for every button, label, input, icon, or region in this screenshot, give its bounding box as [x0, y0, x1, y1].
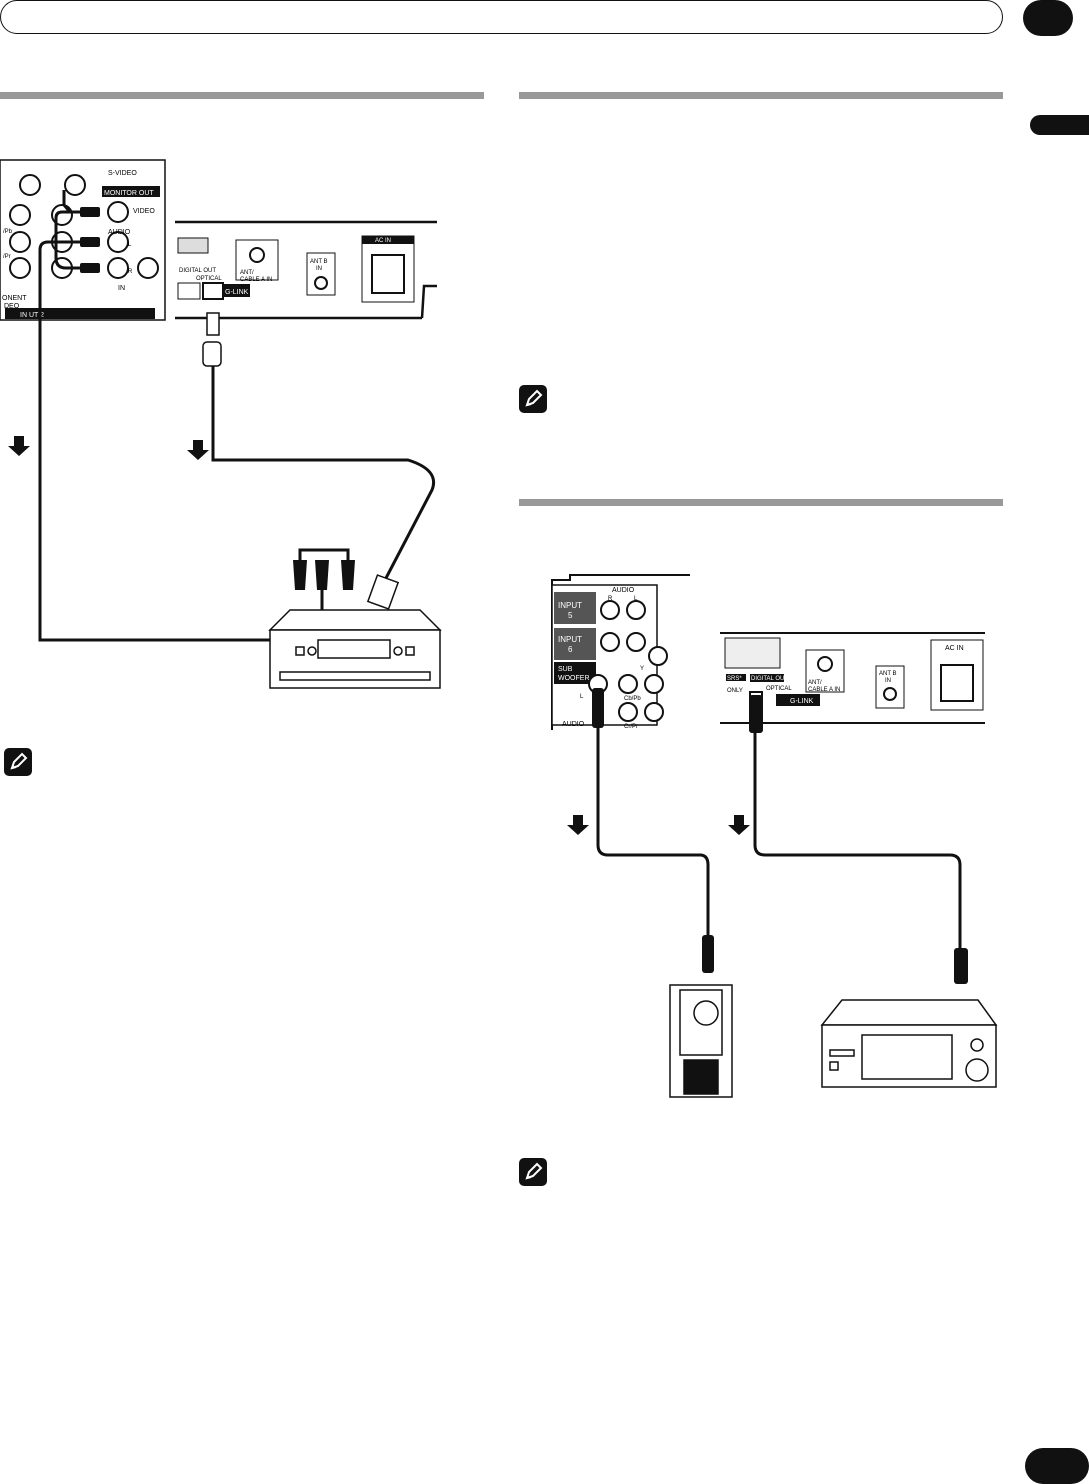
label-l: L	[128, 242, 132, 248]
label-pr: /Pr	[3, 254, 11, 260]
rca-plugs	[80, 207, 400, 610]
vcr-device	[268, 609, 442, 689]
label-ant-cable-right-2: CABLE A IN	[808, 687, 840, 693]
amplifier-device	[820, 999, 998, 1088]
label-sub-woofer-b: WOOFER	[558, 675, 590, 682]
label-video: VIDEO	[133, 208, 155, 215]
rear-panel	[175, 220, 437, 320]
down-arrow-icon	[567, 815, 589, 835]
label-input-2: IN UT 2	[20, 312, 44, 319]
label-l-right: L	[580, 694, 584, 700]
label-pb: /Pb	[3, 229, 13, 235]
down-arrow-icon	[8, 436, 30, 456]
label-digital-out: DIGITAL OUT	[179, 268, 216, 274]
label-sub-woofer-a: SUB	[558, 666, 573, 673]
label-y: Y	[640, 666, 644, 672]
cables	[38, 190, 435, 642]
label-audio-r: R	[608, 596, 613, 602]
label-in: IN	[118, 285, 125, 292]
subwoofer-device	[669, 984, 733, 1098]
label-g-link: G-LINK	[225, 289, 249, 296]
label-ant-cable-2: CABLE A IN	[240, 277, 272, 283]
down-arrow-icon	[728, 815, 750, 835]
label-optical: OPTICAL	[196, 276, 222, 282]
label-g-link-right: G-LINK	[790, 698, 814, 705]
vcr-connection-diagram: S-VIDEO MONITOR OUT VIDEO AUDIO L R IN /…	[0, 159, 442, 689]
audio-connection-diagram: AUDIO R L INPUT 5 INPUT 6 SUB WOOFER Y C…	[551, 574, 998, 1098]
rear-panel-right	[720, 632, 985, 724]
label-srs: SRS*	[727, 676, 742, 682]
label-ant-b-right-1: ANT B	[879, 671, 897, 677]
label-input-5b: 5	[568, 611, 573, 620]
label-only: ONLY	[727, 688, 743, 694]
label-input-5a: INPUT	[558, 601, 582, 610]
label-audio-top: AUDIO	[612, 587, 635, 594]
input-panel-right	[551, 574, 690, 730]
label-ant-cable-1: ANT/	[240, 270, 254, 276]
label-ant-b-1: ANT B	[310, 259, 328, 265]
label-r: R	[128, 269, 133, 275]
label-cb-pb: Cb/Pb	[624, 696, 641, 702]
chapter-tab	[1023, 0, 1073, 36]
page-number-tab	[1025, 1448, 1089, 1484]
down-arrow-icon	[187, 440, 209, 460]
section-rule-right-top	[519, 92, 1003, 99]
plugs-right	[592, 688, 968, 984]
label-audio: AUDIO	[108, 229, 131, 236]
label-ant-b-2: IN	[316, 266, 322, 272]
header-bar	[0, 0, 1003, 34]
label-audio-bottom: AUDIO	[562, 721, 585, 728]
label-digital-out-right: DIGITAL OUT	[751, 676, 788, 682]
label-input-6b: 6	[568, 645, 573, 654]
section-rule-left	[0, 92, 484, 99]
label-component-b: DEO	[4, 303, 20, 310]
label-ac-in-right: AC IN	[945, 645, 964, 652]
label-input-6a: INPUT	[558, 635, 582, 644]
note-icon	[519, 1158, 547, 1186]
note-icon	[519, 385, 547, 413]
language-tab	[1030, 115, 1089, 135]
label-ac-in: AC IN	[375, 238, 391, 244]
cables-right	[596, 720, 962, 950]
label-s-video: S-VIDEO	[108, 170, 137, 177]
label-cr-pr: Cr/Pr	[624, 724, 638, 730]
label-audio-l: L	[634, 596, 638, 602]
note-icon	[4, 748, 32, 776]
label-component-a: ONENT	[2, 295, 27, 302]
label-ant-cable-right-1: ANT/	[808, 680, 822, 686]
label-optical-right: OPTICAL	[766, 686, 792, 692]
label-ant-b-right-2: IN	[885, 678, 891, 684]
section-rule-right-bottom	[519, 499, 1003, 506]
label-monitor-out: MONITOR OUT	[104, 190, 154, 197]
